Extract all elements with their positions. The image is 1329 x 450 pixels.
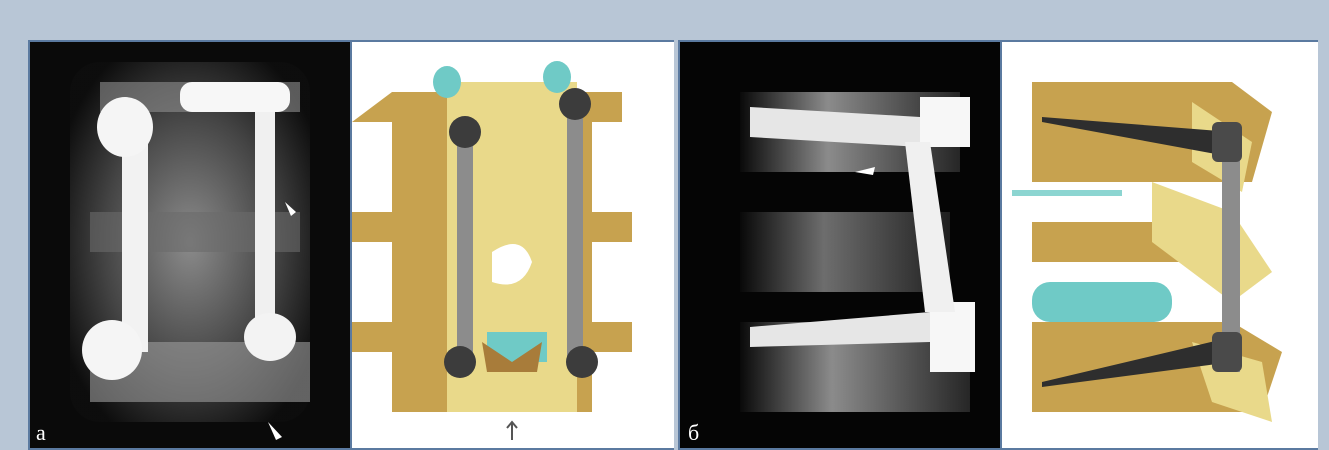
schematic-lateral-image [1002, 42, 1318, 448]
xray-frontal [30, 42, 350, 448]
panel-label-a-text: а [36, 422, 46, 444]
xray-frontal-image [30, 42, 350, 448]
schematic-frontal [352, 42, 674, 448]
schematic-lateral [1002, 42, 1318, 448]
xray-lateral [680, 42, 1000, 448]
panel-b: б [678, 40, 1318, 450]
panel-label-b: б [688, 422, 699, 444]
schematic-frontal-image [352, 42, 674, 448]
panel-a [28, 40, 674, 450]
xray-lateral-image [680, 42, 1000, 448]
